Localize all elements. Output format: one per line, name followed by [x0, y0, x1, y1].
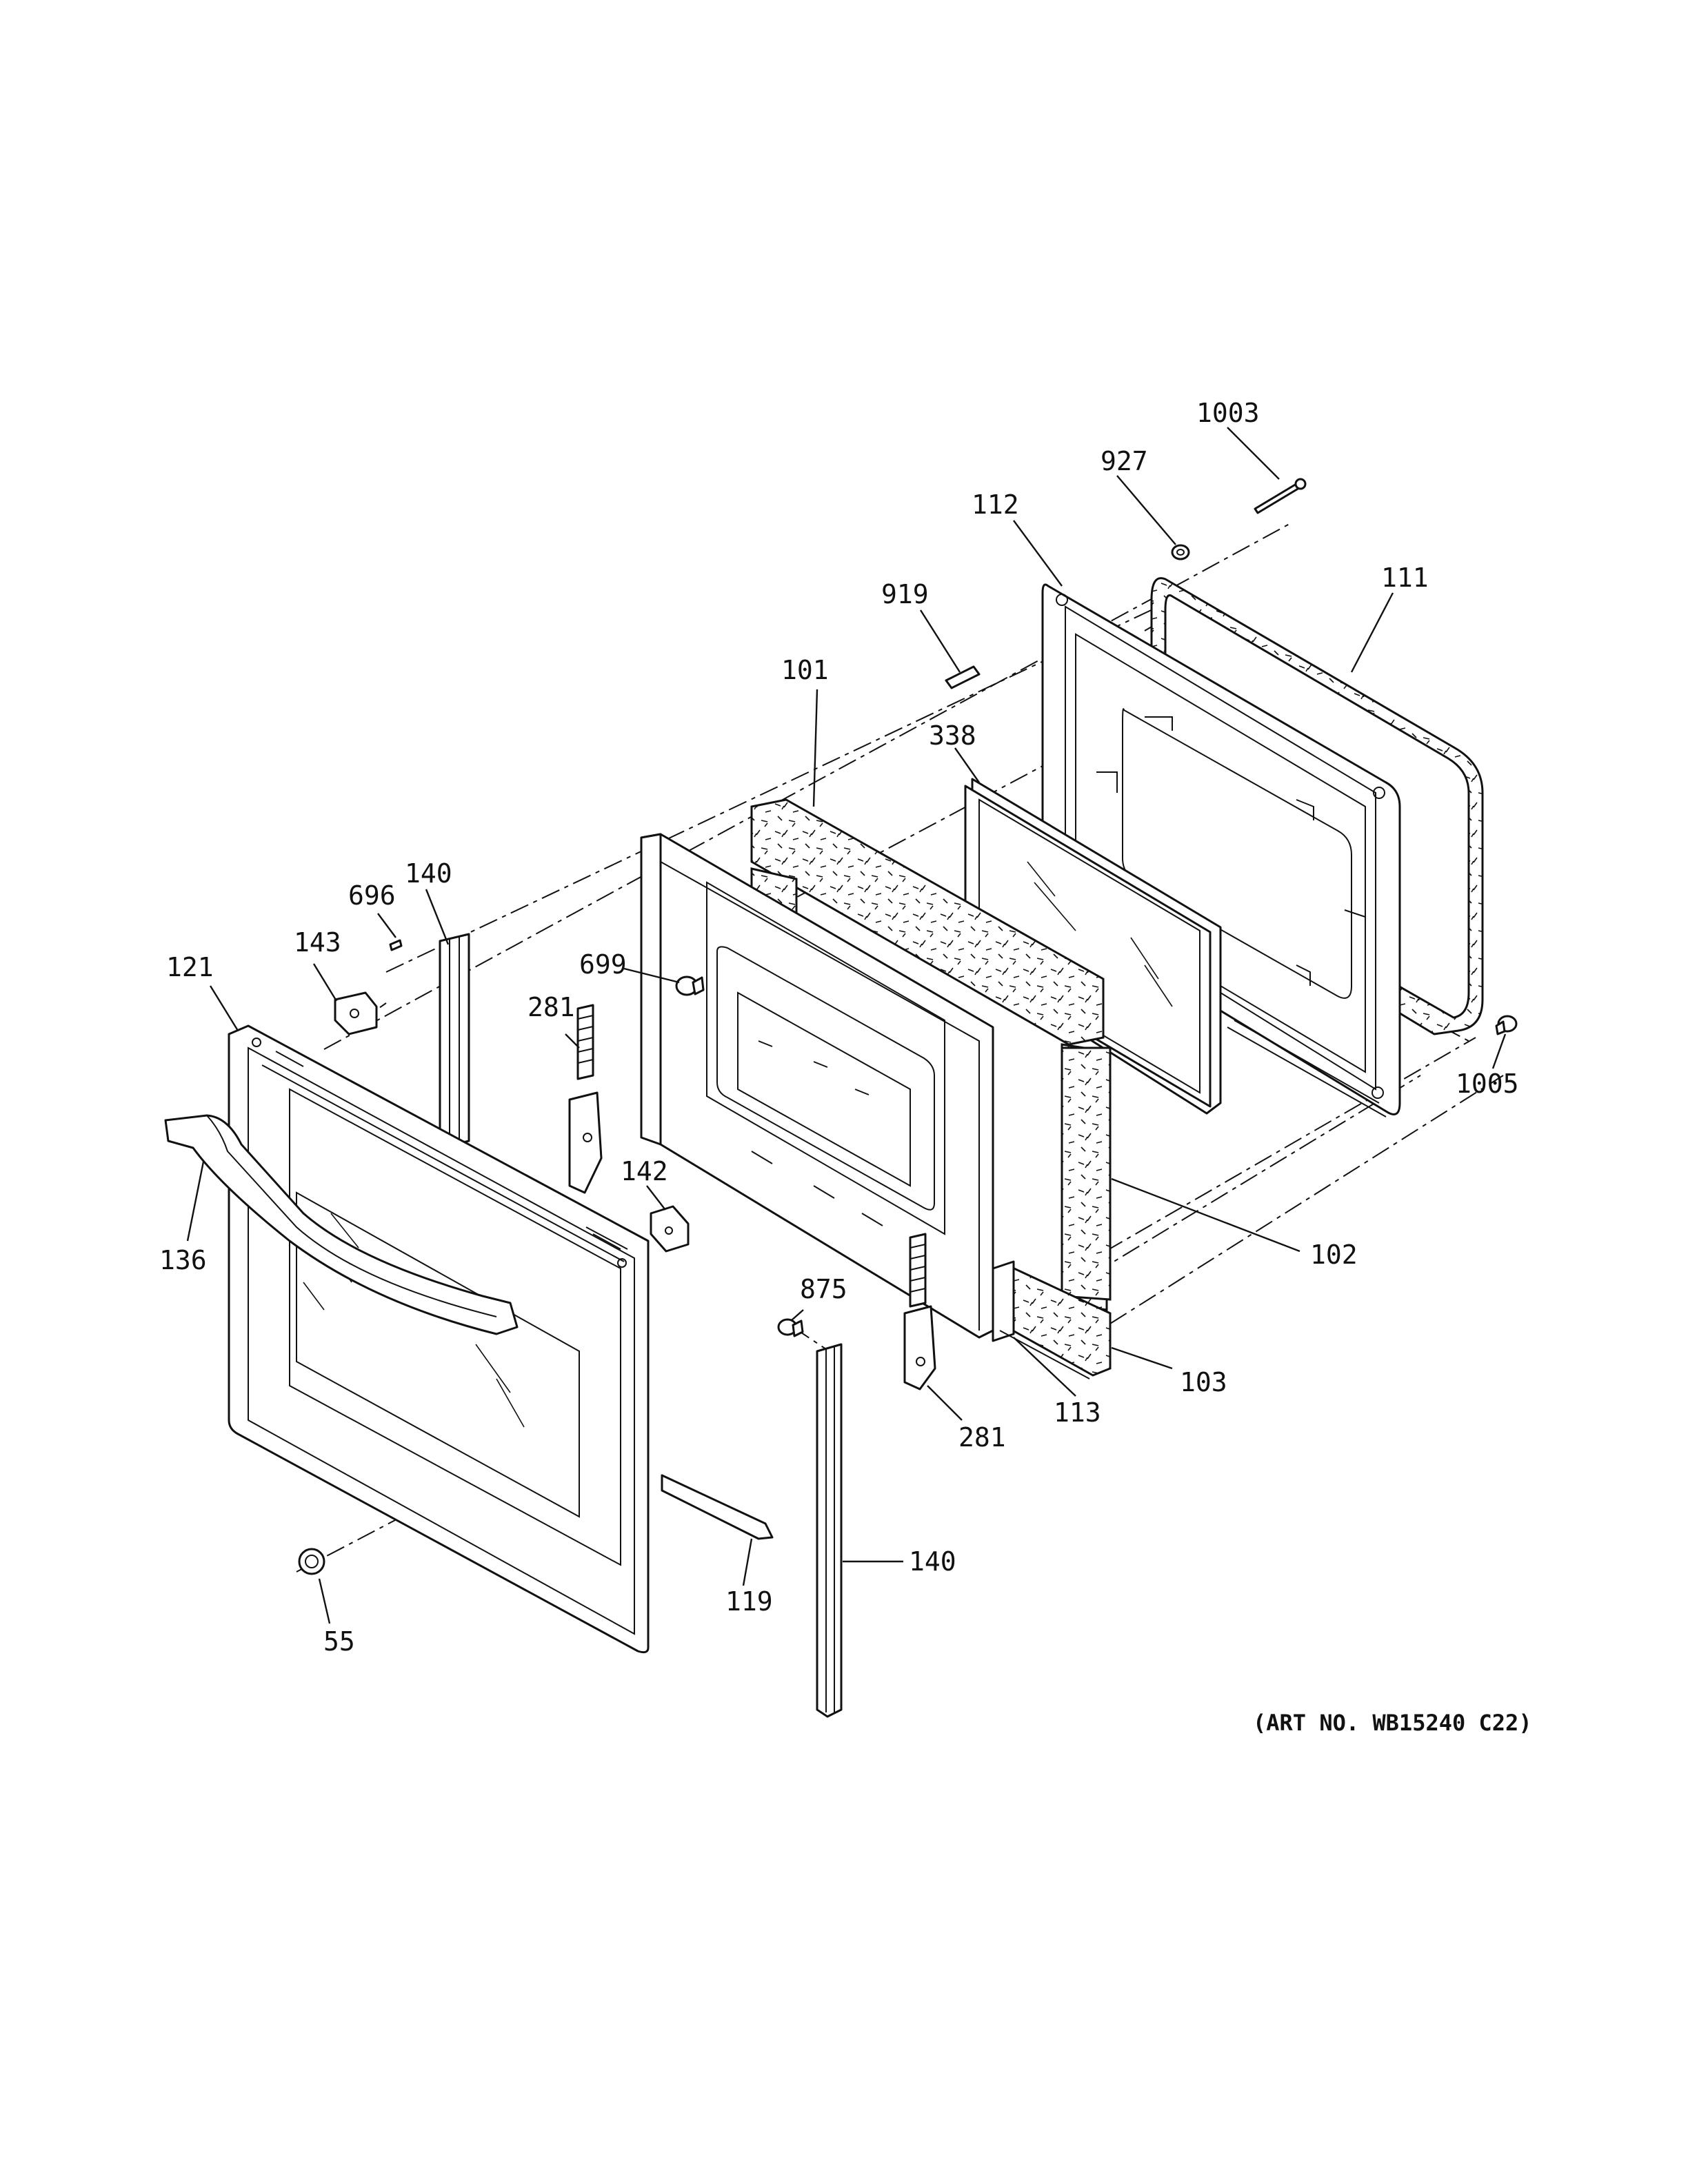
callout-919: 919 [881, 579, 929, 609]
callout-112: 112 [972, 489, 1019, 520]
callout-103: 103 [1180, 1367, 1227, 1397]
callout-140-top: 140 [405, 858, 452, 889]
outer-door-121 [228, 1024, 650, 1654]
hinge-block-142 [650, 1205, 690, 1253]
art-number: (ART NO. WB15240 C22) [1253, 1710, 1532, 1736]
screw-1005 [1495, 1015, 1518, 1035]
callout-136: 136 [159, 1245, 207, 1275]
hinge-281-bottom [903, 1233, 936, 1391]
callout-338: 338 [929, 720, 976, 751]
glass-pack-338 [964, 778, 1222, 1115]
bumper-55 [298, 1548, 325, 1575]
callout-1003: 1003 [1196, 398, 1260, 428]
callout-111: 111 [1381, 563, 1429, 593]
callout-113: 113 [1054, 1397, 1101, 1428]
callout-labels: 1003 927 112 111 919 101 338 140 696 143… [159, 398, 1519, 1657]
screw-875 [777, 1318, 804, 1337]
door-frame [640, 833, 994, 1339]
callout-281-top: 281 [528, 992, 575, 1022]
callout-121: 121 [166, 952, 214, 982]
callout-1005: 1005 [1456, 1069, 1519, 1099]
hinge-281-top [568, 1004, 603, 1194]
rod-119 [661, 1474, 774, 1540]
callout-699: 699 [579, 949, 627, 980]
handle-136 [164, 1114, 519, 1335]
callout-119: 119 [725, 1586, 773, 1617]
callout-281-bottom: 281 [958, 1422, 1006, 1453]
callout-101: 101 [781, 655, 829, 685]
pin-919 [945, 665, 981, 689]
clip-143 [334, 991, 378, 1035]
callout-140-bottom: 140 [909, 1546, 956, 1577]
callout-55: 55 [323, 1626, 355, 1657]
callout-875: 875 [800, 1274, 847, 1304]
callout-143: 143 [294, 927, 341, 958]
callout-102: 102 [1310, 1240, 1358, 1270]
screw-696 [389, 939, 403, 951]
insulation-102 [1061, 1046, 1112, 1301]
callout-927: 927 [1101, 446, 1148, 476]
callout-696: 696 [348, 880, 396, 911]
callout-142: 142 [621, 1156, 668, 1186]
channel-140-top [439, 933, 470, 1149]
screw-1003 [1254, 478, 1307, 514]
channel-140-bottom [816, 1343, 843, 1718]
screw-699 [675, 975, 705, 996]
leader-lines [186, 427, 1507, 1624]
washer-927 [1171, 544, 1190, 560]
inner-door-112 [1041, 583, 1401, 1118]
